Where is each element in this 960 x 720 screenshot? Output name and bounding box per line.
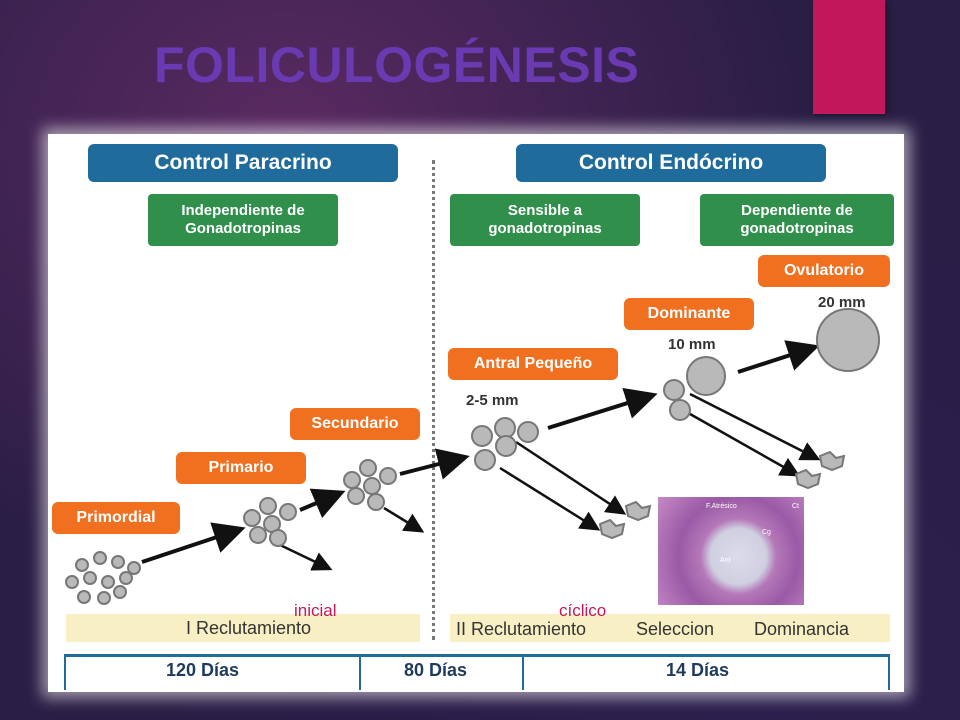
micro-label-atresico: F.Atrésico (706, 503, 737, 510)
size-antral: 2-5 mm (466, 392, 519, 409)
micro-label-cg: Cg (762, 529, 771, 536)
band-second (450, 614, 890, 642)
timeline-line (64, 654, 890, 657)
timeline-tick (64, 654, 66, 690)
timeline-tick (888, 654, 890, 690)
micro-label-ct: Ct (792, 503, 799, 510)
band-selection-label: Seleccion (636, 619, 715, 639)
micro-label-ant: Ant (720, 557, 731, 564)
header-endocrine: Control Endócrino (516, 144, 826, 182)
label-ciclico: cíclico (559, 601, 607, 620)
header-paracrine: Control Paracrino (88, 144, 398, 182)
band-second-label: II Reclutamiento (456, 619, 587, 639)
size-ovulatorio: 20 mm (818, 294, 866, 311)
stage-antral: Antral Pequeño (448, 348, 618, 380)
timeline-14-days: 14 Días (666, 660, 730, 680)
box-sensible: Sensible a gonadotropinas (450, 194, 640, 246)
accent-bar (813, 0, 885, 114)
stage-secundario: Secundario (290, 408, 420, 440)
stage-primordial: Primordial (52, 502, 180, 534)
timeline-120-days: 120 Días (166, 660, 240, 680)
band-dominance-label: Dominancia (754, 619, 850, 639)
size-dominante: 10 mm (668, 336, 716, 353)
stage-primario: Primario (176, 452, 306, 484)
micrograph-image: F.Atrésico Ct Cg Ant (658, 497, 804, 605)
box-dependiente: Dependiente de gonadotropinas (700, 194, 894, 246)
label-inicial: inicial (294, 601, 337, 620)
timeline-tick (522, 654, 524, 690)
timeline-80-days: 80 Días (404, 660, 468, 680)
timeline-tick (359, 654, 361, 690)
slide-title: FOLICULOGÉNESIS (154, 37, 640, 93)
divider-line (432, 160, 435, 640)
stage-dominante: Dominante (624, 298, 754, 330)
box-independiente: Independiente de Gonadotropinas (148, 194, 338, 246)
band-first-label: I Reclutamiento (186, 617, 312, 638)
stage-ovulatorio: Ovulatorio (758, 255, 890, 287)
band-first: I Reclutamiento (66, 614, 420, 642)
